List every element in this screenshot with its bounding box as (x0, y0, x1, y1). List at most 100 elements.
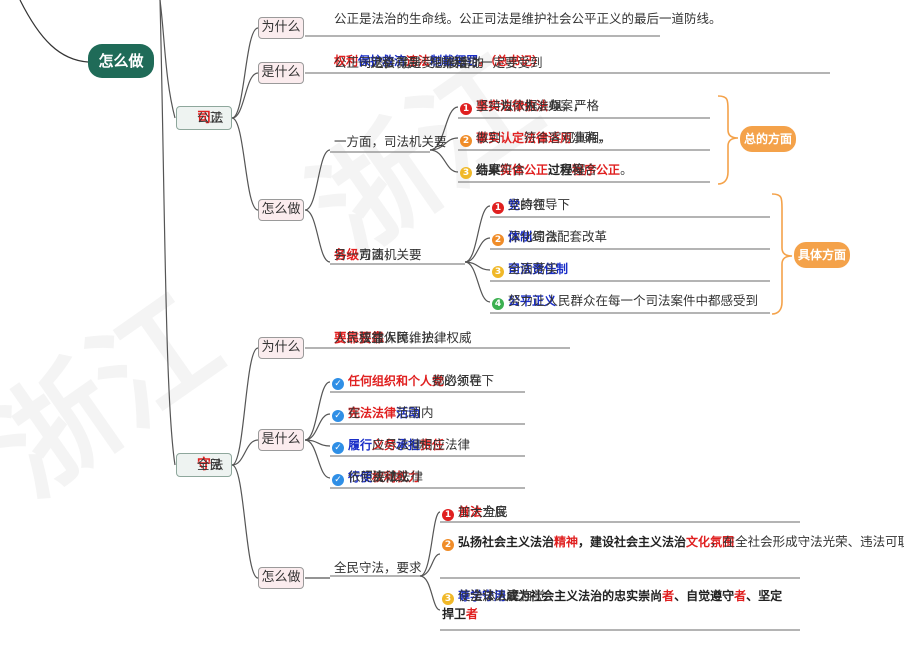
text-segment: 保护 (358, 54, 383, 68)
text-segment: 坚持以 (476, 98, 514, 113)
text-segment: 成为社会主义法治的忠实崇尚 (506, 589, 663, 603)
text-segment: 司法机关要 (359, 247, 422, 262)
text-segment: 制裁 (430, 54, 455, 68)
root-node[interactable]: 怎么做 (88, 44, 154, 78)
text-segment: 都必须在 (432, 373, 483, 388)
text-segment: 法， (506, 588, 532, 603)
text-segment: 办案， (548, 98, 586, 113)
number-badge-icon: 1 (492, 202, 504, 214)
law-what-item: ✓依照宪法法律行使法律权利或权力 (332, 469, 424, 486)
text-segment: 体制 (508, 230, 533, 244)
text-segment: 或 (396, 469, 409, 484)
text-segment: 党 (508, 198, 521, 212)
branch-law-abiding-label: 全民守法 (197, 457, 224, 473)
text-segment: 义务 (372, 438, 397, 452)
text-segment: 法 (211, 110, 224, 125)
number-badge-icon: 2 (492, 234, 504, 246)
fair-side1-label: 一方面，司法机关要 (334, 134, 447, 149)
text-segment: 者 (466, 607, 479, 621)
text-segment: 过程 (548, 163, 573, 177)
number-badge-icon: 1 (460, 103, 472, 115)
text-segment: 守 (197, 457, 211, 473)
text-segment: 要靠 (359, 330, 385, 345)
text-segment: 权力 (396, 470, 421, 484)
text-segment: 弘扬社会主义法治 (458, 535, 555, 549)
text-segment: 全面落实 (508, 261, 559, 276)
text-segment: 惩罚 (454, 54, 479, 68)
checkmark-icon: ✓ (332, 442, 344, 454)
text-segment: 人民维护。 (384, 330, 447, 345)
text-segment: 文化 (686, 535, 711, 549)
text-segment: 权利 (372, 470, 397, 484)
text-segment: 党 (432, 374, 445, 388)
text-segment: 用 (494, 589, 507, 603)
text-segment: 救济 (382, 54, 407, 68)
checkmark-icon: ✓ (332, 474, 344, 486)
text-segment: 、办案 (548, 162, 586, 177)
text-segment: 全民 (197, 457, 223, 472)
text-segment: 法 (482, 588, 495, 603)
text-segment: 加大全民 (458, 504, 509, 519)
text-segment: 守 (482, 589, 495, 603)
branch-fair-justice-label: 公正司法 (197, 110, 224, 126)
text-segment: 符合 (500, 162, 526, 177)
text-segment: 学 (470, 589, 483, 603)
number-badge-icon: 1 (442, 509, 454, 521)
text-segment: 各级 (334, 247, 360, 262)
text-segment: 范围内 (396, 405, 434, 420)
law-what-item: ✓履行应尽法律义务、承担相应法律责任 (332, 437, 470, 454)
text-segment: 法律保障，法律权威 (359, 330, 472, 345)
text-segment: 相应法律 (420, 437, 471, 452)
text-segment: 符合 (572, 162, 598, 177)
text-segment: ， (406, 55, 419, 70)
law-what-node[interactable]: 是什么 (258, 429, 304, 451)
text-segment: 为准绳，严格 (524, 98, 600, 113)
text-segment: 氛围 (710, 535, 735, 549)
law-how-sub: 全民守法，要求 (334, 560, 422, 575)
tag-general: 总的方面 (740, 126, 796, 152)
text-segment: 普法 (458, 505, 483, 519)
text-segment: 承担 (396, 438, 421, 452)
text-segment: 在 (348, 405, 361, 420)
text-segment: 依照宪法法律 (348, 469, 424, 484)
text-segment: 法律 (500, 99, 525, 113)
text-segment: 者 (734, 589, 747, 603)
text-segment: 事实认定 (476, 131, 525, 145)
fair-why-node[interactable]: 为什么 (258, 17, 304, 39)
text-segment: 尊 (458, 589, 471, 603)
fair-what-node[interactable]: 是什么 (258, 62, 304, 84)
text-segment: 违法 (406, 54, 431, 68)
text-segment: 实体公正 (500, 163, 549, 177)
text-segment: 的领导下 (520, 197, 571, 212)
checkmark-icon: ✓ (332, 410, 344, 422)
text-segment: 深化司法 (508, 229, 559, 244)
branch-law-abiding[interactable]: 全民守法 (176, 453, 232, 477)
text-segment: 办案 (476, 162, 502, 177)
law-how-node[interactable]: 怎么做 (258, 567, 304, 589)
fair-how-node[interactable]: 怎么做 (258, 199, 304, 221)
text-segment: 要靠 (334, 330, 360, 345)
number-badge-icon: 2 (442, 539, 454, 551)
law-why-node[interactable]: 为什么 (258, 337, 304, 359)
branch-fair-justice[interactable]: 公正司法 (176, 106, 232, 130)
text-segment: 公正 (197, 110, 223, 125)
text-segment: 事实 (476, 99, 501, 113)
law-why-text: 人民权益要靠法律保障，法律权威要靠人民维护。 (334, 327, 472, 346)
text-segment: 者 (662, 589, 675, 603)
number-badge-icon: 3 (492, 266, 504, 278)
text-segment: 。 (620, 162, 633, 177)
text-segment: 人民权益 (334, 330, 385, 345)
text-segment: 法 (211, 457, 224, 472)
text-segment: 符合客观真相， (524, 130, 612, 145)
text-segment: 公正司法，就是受到侵害的 (334, 55, 485, 70)
text-segment: 和 (382, 55, 395, 70)
text-segment: 使全体人民自觉 (458, 588, 546, 603)
